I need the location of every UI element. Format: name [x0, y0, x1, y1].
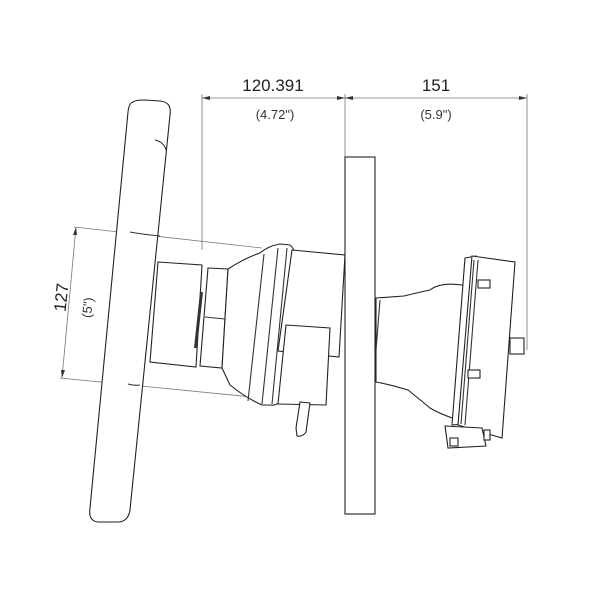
quick-release [194, 243, 346, 437]
dimension-depth-rear [345, 94, 528, 350]
wheel-base-motor [375, 255, 525, 449]
depth-front-imperial: (4.72") [256, 107, 295, 122]
depth-front-value: 120.391 [242, 76, 303, 95]
hub-height-value: 127 [51, 282, 73, 312]
hub-adapter [149, 261, 203, 368]
dimension-hub-height [59, 226, 263, 399]
steering-wheel [89, 99, 171, 523]
mounting-plate [344, 156, 376, 515]
dimension-depth-front [201, 94, 346, 250]
depth-rear-value: 151 [422, 76, 450, 95]
hub-height-imperial: (5") [79, 297, 96, 319]
depth-rear-imperial: (5.9") [420, 107, 451, 122]
